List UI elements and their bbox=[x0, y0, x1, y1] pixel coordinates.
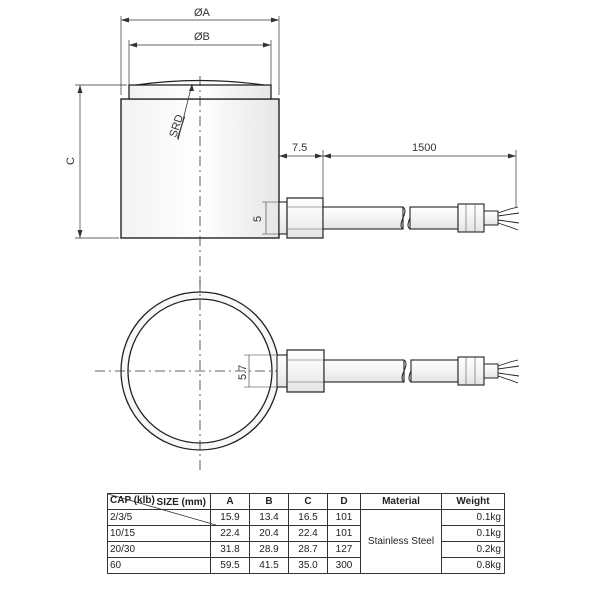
dim-5-label: 5 bbox=[252, 216, 264, 222]
srd-arrow bbox=[189, 84, 194, 91]
cell-a: 31.8 bbox=[210, 541, 250, 558]
dim-1500-label: 1500 bbox=[412, 142, 436, 154]
load-cell-drawing: SRD ØA ØB C 5 bbox=[65, 7, 520, 470]
side-cable-sleeve bbox=[457, 203, 485, 233]
cell-weight: 0.1kg bbox=[441, 525, 505, 542]
table-header-row: SIZE (mm) CAP (klb) A B C D Material Wei… bbox=[107, 493, 505, 525]
table-corner-header: SIZE (mm) CAP (klb) bbox=[107, 493, 216, 525]
cell-material: Stainless Steel bbox=[360, 509, 442, 574]
side-connector-nut bbox=[286, 197, 324, 239]
side-connector-collar bbox=[278, 201, 288, 235]
cell-a: 15.9 bbox=[210, 509, 250, 526]
col-a-header: A bbox=[210, 493, 250, 510]
cell-d: 101 bbox=[327, 525, 361, 542]
side-wire-leads bbox=[497, 206, 520, 231]
cell-cap: 20/30 bbox=[107, 541, 211, 558]
col-b-header: B bbox=[249, 493, 289, 510]
corner-diagonal bbox=[108, 494, 216, 525]
cell-c: 35.0 bbox=[288, 557, 328, 574]
cell-b: 13.4 bbox=[249, 509, 289, 526]
col-material-header: Material bbox=[360, 493, 442, 510]
cell-b: 20.4 bbox=[249, 525, 289, 542]
table-row: 20/30 31.8 28.9 28.7 127 0.2kg bbox=[107, 541, 505, 558]
dim-b-label: ØB bbox=[194, 31, 210, 43]
cap-header: CAP (klb) bbox=[110, 495, 155, 506]
dim-c-arrow-top bbox=[77, 85, 83, 93]
dim-c-label: C bbox=[65, 157, 77, 165]
col-c-header: C bbox=[288, 493, 328, 510]
side-cable-segment-1 bbox=[322, 206, 404, 230]
dim-75-arrow-left bbox=[279, 153, 287, 159]
cell-cap: 60 bbox=[107, 557, 211, 574]
table-row: 60 59.5 41.5 35.0 300 0.8kg bbox=[107, 557, 505, 574]
top-connector-nut bbox=[286, 349, 325, 393]
cell-d: 101 bbox=[327, 509, 361, 526]
dim-1500-arrow-left bbox=[323, 153, 331, 159]
dim-b-arrow-left bbox=[129, 42, 137, 48]
side-cable-tail bbox=[483, 210, 499, 226]
cell-b: 41.5 bbox=[249, 557, 289, 574]
cell-c: 16.5 bbox=[288, 509, 328, 526]
col-weight-header: Weight bbox=[441, 493, 505, 510]
cell-d: 300 bbox=[327, 557, 361, 574]
spec-table: SIZE (mm) CAP (klb) A B C D Material Wei… bbox=[107, 493, 505, 574]
top-wire-leads bbox=[497, 359, 520, 384]
side-view: SRD ØA ØB C 5 bbox=[65, 7, 520, 310]
top-connector-collar bbox=[276, 354, 288, 388]
top-cable-segment-1 bbox=[323, 359, 405, 383]
dim-a-label: ØA bbox=[194, 7, 211, 19]
cell-d: 127 bbox=[327, 541, 361, 558]
size-header: SIZE (mm) bbox=[156, 497, 206, 508]
cell-cap: 10/15 bbox=[107, 525, 211, 542]
table-row: 10/15 22.4 20.4 22.4 101 0.1kg bbox=[107, 525, 505, 542]
cell-b: 28.9 bbox=[249, 541, 289, 558]
top-cable-tail bbox=[483, 363, 499, 379]
srd-leader bbox=[177, 83, 193, 141]
cell-weight: 0.2kg bbox=[441, 541, 505, 558]
col-d-header: D bbox=[327, 493, 361, 510]
cell-a: 22.4 bbox=[210, 525, 250, 542]
cell-weight: 0.1kg bbox=[441, 509, 505, 526]
dim-b-arrow-right bbox=[263, 42, 271, 48]
cell-a: 59.5 bbox=[210, 557, 250, 574]
table-row: 2/3/5 15.9 13.4 16.5 101 Stainless Steel… bbox=[107, 509, 505, 574]
side-cable-segment-2 bbox=[409, 206, 459, 230]
top-view: 5.7 bbox=[95, 280, 520, 470]
top-cable-sleeve bbox=[457, 356, 485, 386]
dim-1500-arrow-right bbox=[508, 153, 516, 159]
dim-a-arrow-right bbox=[271, 17, 279, 23]
cell-c: 22.4 bbox=[288, 525, 328, 542]
dim-57-label: 5.7 bbox=[237, 365, 249, 380]
dim-75-label: 7.5 bbox=[292, 142, 307, 154]
dim-75-arrow-right bbox=[315, 153, 323, 159]
dim-c-arrow-bottom bbox=[77, 230, 83, 238]
cell-c: 28.7 bbox=[288, 541, 328, 558]
cell-weight: 0.8kg bbox=[441, 557, 505, 574]
top-cable-segment-2 bbox=[410, 359, 459, 383]
dim-a-arrow-left bbox=[121, 17, 129, 23]
